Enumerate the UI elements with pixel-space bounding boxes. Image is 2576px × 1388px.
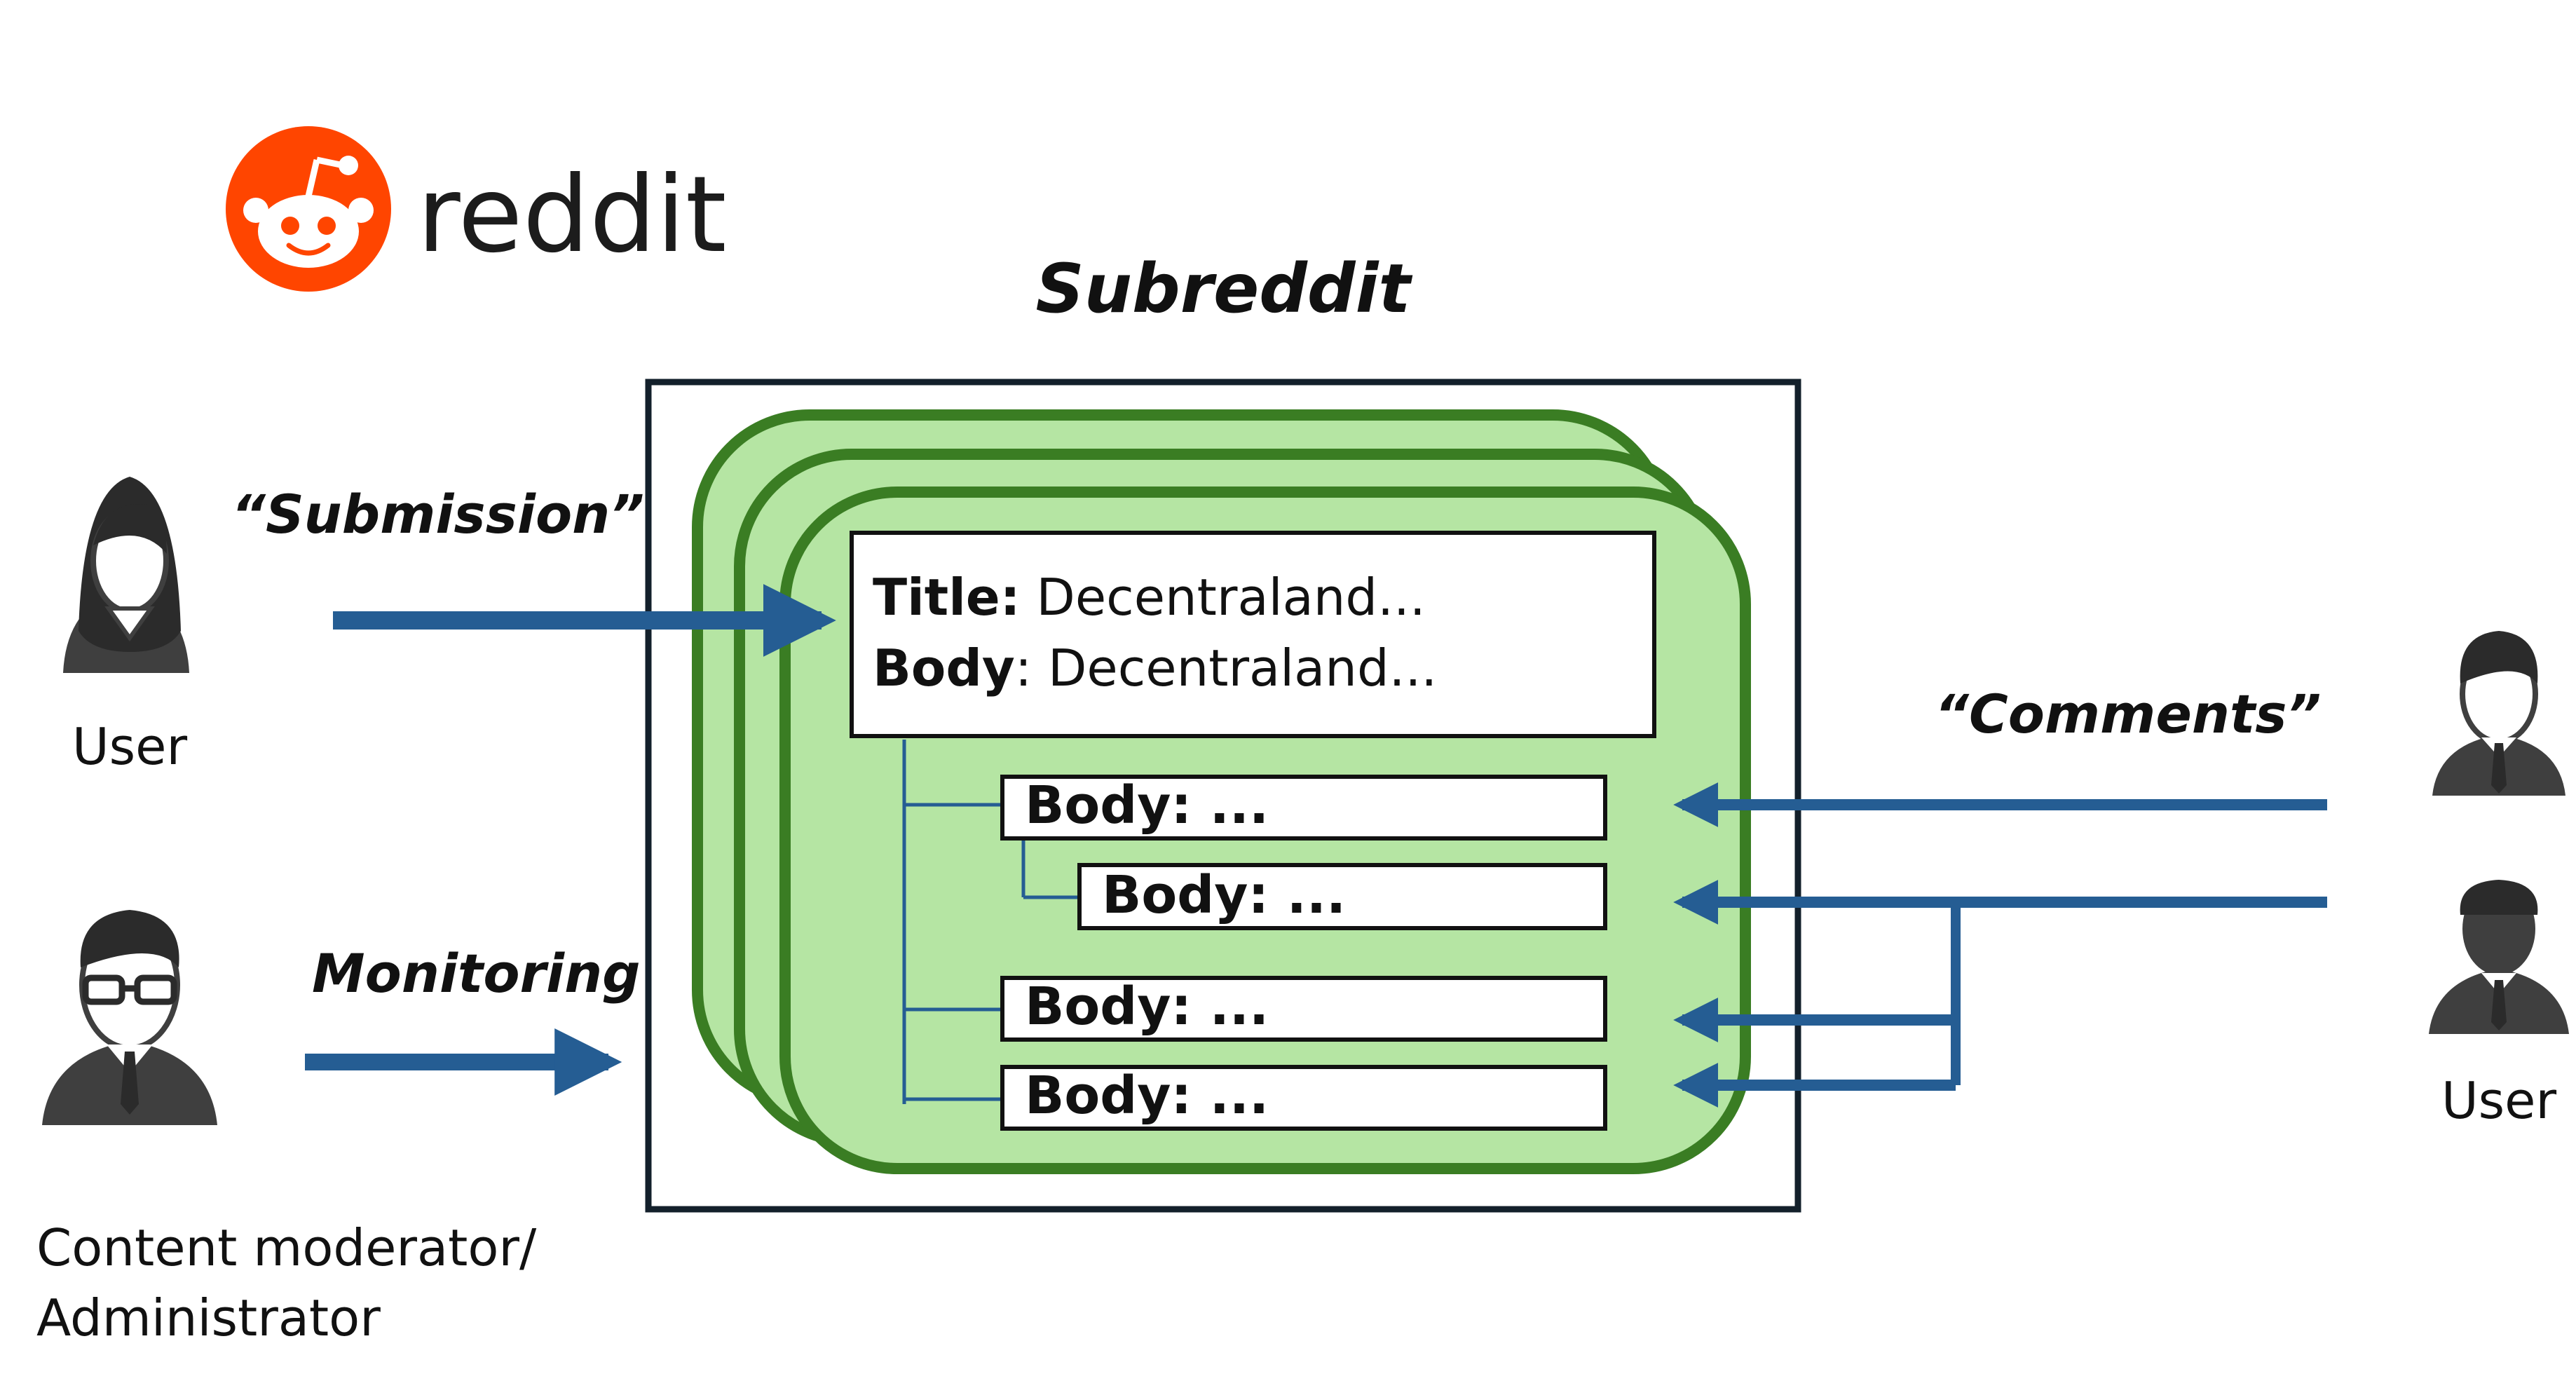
moderator-icon <box>42 910 217 1125</box>
comment-3-key: Body: <box>1025 977 1192 1037</box>
user-woman-icon <box>63 477 189 673</box>
monitoring-label: Monitoring <box>312 942 641 1005</box>
svg-text:Body: ...: Body: ... <box>1102 865 1346 925</box>
comment-4-key: Body: <box>1025 1066 1192 1126</box>
user-right-label: User <box>2441 1071 2557 1130</box>
moderator-label-line1: Content moderator/ <box>36 1218 537 1277</box>
comment-box-3: Body: ... <box>1000 976 1607 1042</box>
user-left-label: User <box>72 717 188 776</box>
submission-label: “Submission” <box>231 483 644 545</box>
post-body-line: Body: Decentraland... <box>873 639 1437 698</box>
comment-box-1: Body: ... <box>1000 775 1607 841</box>
comment-2-key: Body: <box>1102 865 1269 925</box>
comment-box-4: Body: ... <box>1000 1065 1607 1131</box>
comments-label: “Comments” <box>1935 683 2321 745</box>
svg-text:Body: ...: Body: ... <box>1025 1066 1269 1126</box>
comment-2-value: ... <box>1269 865 1346 925</box>
user-man-icon-2 <box>2429 880 2569 1034</box>
comment-4-value: ... <box>1192 1066 1269 1126</box>
reddit-logo: reddit <box>226 126 727 292</box>
snoo-icon <box>226 126 391 292</box>
comment-arrows <box>1673 782 2327 1108</box>
comment-1-value: ... <box>1192 775 1269 836</box>
comment-1-key: Body: <box>1025 775 1192 836</box>
comment-3-value: ... <box>1192 977 1269 1037</box>
moderator-label-line2: Administrator <box>36 1288 381 1347</box>
post-body-value: : Decentraland... <box>1015 639 1437 698</box>
post-title-line: Title: Decentraland... <box>873 568 1426 627</box>
subreddit-frame <box>645 379 1801 1213</box>
post-title-key: Title: <box>873 568 1021 627</box>
post-title-value: Decentraland... <box>1021 568 1426 627</box>
subreddit-title: Subreddit <box>1036 250 1413 328</box>
post-body-key: Body <box>873 639 1015 698</box>
svg-text:Body: ...: Body: ... <box>1025 977 1269 1037</box>
comment-box-2: Body: ... <box>1077 863 1607 930</box>
comment-tree-lines <box>902 740 1079 1104</box>
reddit-wordmark: reddit <box>417 154 727 276</box>
user-man-icon-1 <box>2432 631 2565 796</box>
post-box: Title: Decentraland... Body: Decentralan… <box>850 531 1656 738</box>
svg-text:Body: ...: Body: ... <box>1025 775 1269 836</box>
